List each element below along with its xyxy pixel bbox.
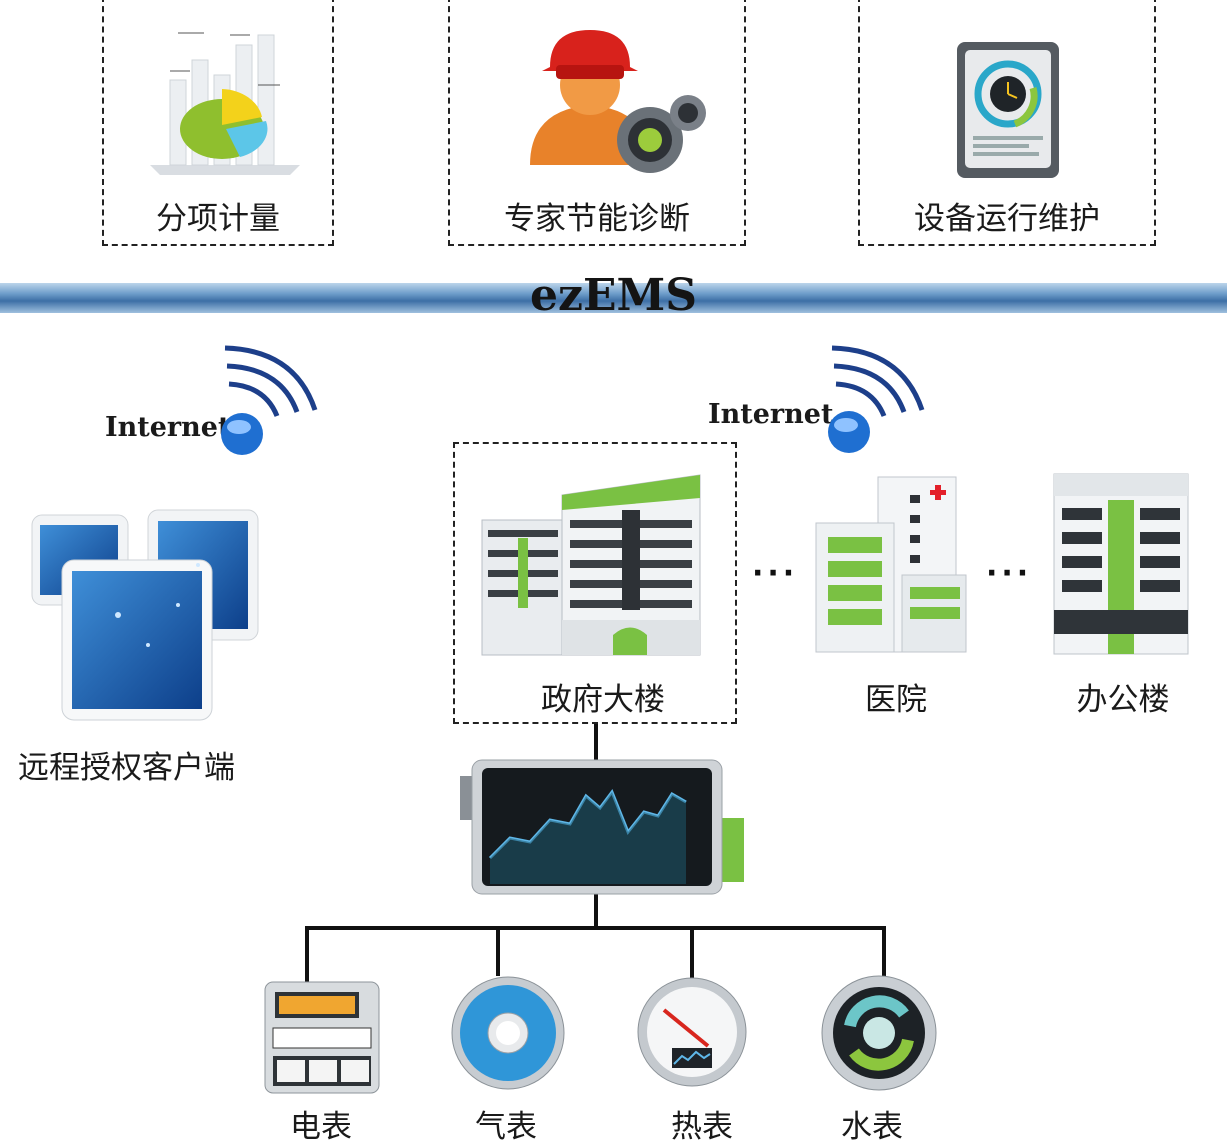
building-label-government: 政府大楼 [541,682,665,718]
connector-meter-heat [690,926,694,978]
module-box-maintenance [858,0,1156,246]
water-meter-icon [821,975,937,1091]
heat-meter-icon [637,977,747,1087]
connector-meter-gas [496,926,500,976]
hospital-icon [815,476,967,653]
ezems-bus-label: ezEMS [530,270,697,321]
building-label-hospital: 医院 [865,682,927,718]
internet-label-right: Internet [708,399,834,430]
building-label-office: 办公楼 [1076,682,1170,718]
wifi-signal-icon-left [221,345,318,455]
ezems-bus-bar [0,283,1227,313]
meter-label-heat: 热表 [671,1109,733,1145]
connector-meter-water [882,926,886,976]
module-label-metering: 分项计量 [156,201,280,237]
building-box-government [453,442,737,724]
meter-label-gas: 气表 [475,1109,537,1145]
connector-meter-electric [305,926,309,982]
client-label: 远程授权客户端 [18,750,235,786]
connector-gateway-to-bus [594,892,598,928]
module-box-diagnosis [448,0,746,246]
pie-chart-icon [150,32,300,175]
meter-label-electric: 电表 [290,1109,352,1145]
ellipsis-2: ··· [986,556,1033,591]
maintenance-clock-icon [957,42,1059,178]
meter-bus-line [305,926,886,930]
monitors-icon [31,509,259,721]
internet-label-left: Internet [105,412,231,443]
data-gateway-screen-icon [460,759,744,895]
electric-meter-icon [264,981,380,1094]
meter-label-water: 水表 [841,1109,903,1145]
government-building-icon [481,474,701,656]
gas-meter-icon [451,976,565,1090]
ellipsis-1: ··· [752,556,799,591]
wifi-signal-icon-right [828,345,925,453]
module-label-maintenance: 设备运行维护 [914,201,1100,237]
module-box-metering [102,0,334,246]
connector-building-to-gateway [594,724,598,764]
office-building-icon [1053,473,1189,655]
module-label-diagnosis: 专家节能诊断 [504,201,690,237]
expert-worker-gear-icon [530,30,706,173]
